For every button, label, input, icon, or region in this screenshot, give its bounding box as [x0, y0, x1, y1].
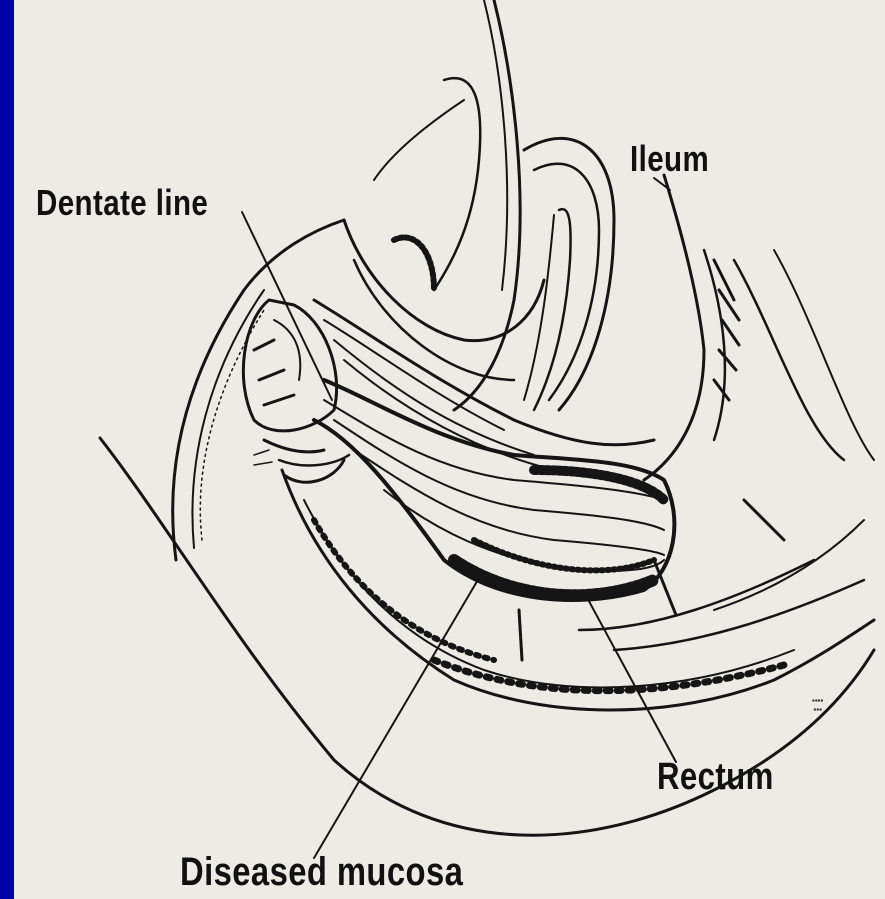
dentate-line-leader: [242, 212, 332, 400]
bladder: [243, 300, 336, 431]
illustrator-mark: ▪▪▪▪▪▪▪: [812, 696, 823, 714]
sacrum-curve: [173, 220, 344, 560]
rectum-leader: [584, 592, 676, 762]
label-diseased-mucosa: Diseased mucosa: [180, 850, 463, 895]
illustration-panel: Ileum Dentate line Rectum Diseased mucos…: [14, 0, 885, 899]
ileum: [644, 175, 704, 480]
label-ileum: Ileum: [630, 138, 709, 180]
label-dentate-line: Dentate line: [36, 182, 208, 224]
label-rectum: Rectum: [657, 756, 774, 799]
